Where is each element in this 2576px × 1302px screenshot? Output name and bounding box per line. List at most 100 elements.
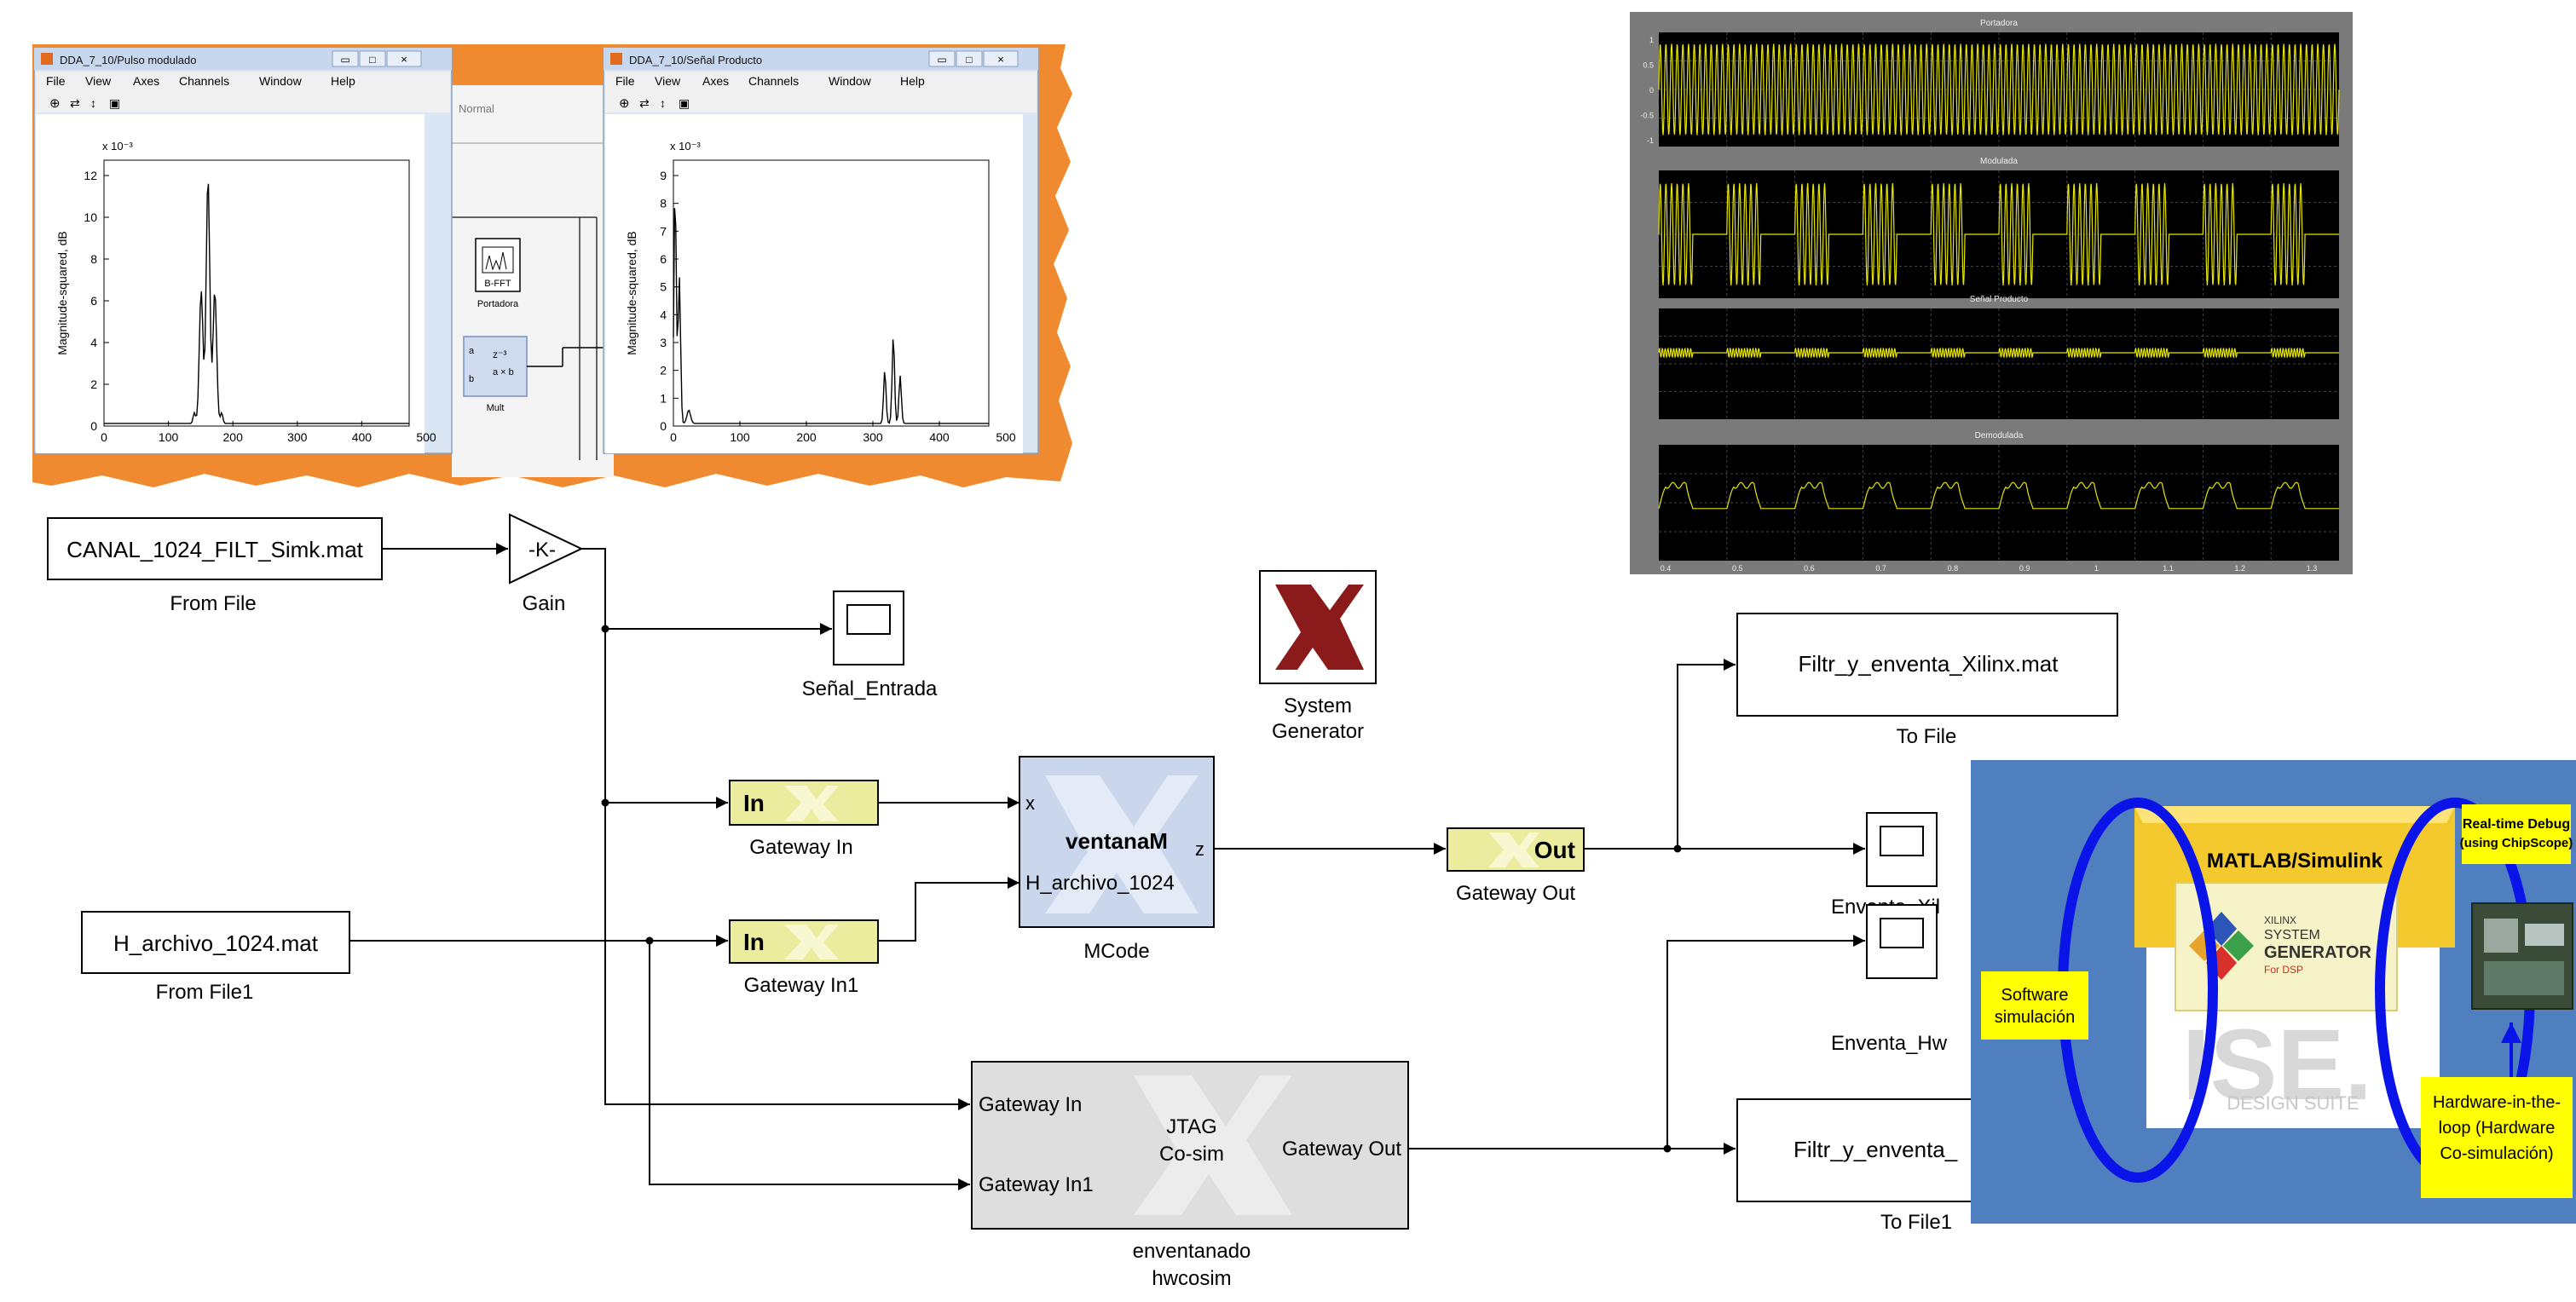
mcode-block[interactable]: ventanaM x H_archivo_1024 z MCode (1019, 756, 1215, 963)
close-button[interactable] (983, 50, 1019, 67)
zoom-y-icon[interactable]: ↕ (660, 96, 666, 110)
minimize-button[interactable] (332, 50, 359, 67)
system-generator-block[interactable]: System Generator (1259, 570, 1377, 743)
menu-item-file[interactable]: File (615, 74, 635, 88)
zoom-y-icon[interactable]: ↕ (90, 96, 96, 110)
menu-item-view[interactable]: View (655, 74, 681, 88)
gain-block[interactable]: -K- Gain (509, 513, 584, 615)
gateway-in1-label: In (743, 929, 765, 955)
hardware-note (2421, 1077, 2573, 1198)
mult-port-b: b (469, 374, 474, 384)
menu-item-help[interactable]: Help (900, 74, 925, 88)
to-file1-caption: To File1 (1880, 1211, 1952, 1234)
y-axis-label: Magnitude-squared, dB (625, 231, 638, 355)
svg-text:×: × (401, 53, 407, 66)
menu-item-help[interactable]: Help (331, 74, 355, 88)
close-button[interactable] (386, 50, 422, 67)
spectrum-trace (673, 208, 989, 424)
spectrum-collage: Normal B-FFT Portadora a b z⁻³ a × b Mul… (32, 44, 1072, 487)
y-tick-label: 10 (84, 210, 97, 224)
menu-item-file[interactable]: File (46, 74, 66, 88)
y-tick-label: 6 (660, 252, 667, 266)
scope-x-tick: 0.6 (1804, 564, 1815, 573)
gateway-out-caption: Gateway Out (1456, 882, 1575, 905)
scope-panel-title: Modulada (1980, 157, 2018, 166)
scope-panel-title: Portadora (1980, 19, 2018, 28)
y-tick-label: 2 (660, 364, 667, 377)
scope-y-tick: 0.5 (1643, 61, 1654, 70)
scope-enventa-hw[interactable]: Enventa_Hw (1831, 904, 1948, 1055)
sysgen-line-1: SYSTEM (2264, 928, 2320, 942)
xilinx-flow-infographic: MATLAB/Simulink ISE. DESIGN SUITE XILINX… (1971, 760, 2576, 1224)
menu-item-axes[interactable]: Axes (702, 74, 729, 88)
fft-caption: Portadora (477, 299, 519, 309)
scope-y-tick: -0.5 (1640, 112, 1654, 120)
scope-x-tick: 1.3 (2307, 564, 2318, 573)
scope-x-tick: 1.2 (2235, 564, 2246, 573)
scope-x-tick: 0.7 (1875, 564, 1886, 573)
menu-item-window[interactable]: Window (829, 74, 872, 88)
menu-item-channels[interactable]: Channels (179, 74, 229, 88)
hwcosim-caption-2: hwcosim (1152, 1267, 1231, 1290)
sysgen-line-2: GENERATOR (2264, 943, 2371, 962)
x-tick-label: 0 (670, 430, 677, 444)
x-tick-label: 0 (101, 430, 107, 444)
mcode-function-name: ventanaM (1066, 828, 1168, 854)
zoom-in-icon[interactable]: ⊕ (49, 96, 61, 111)
menu-item-axes[interactable]: Axes (133, 74, 159, 88)
maximize-button[interactable] (956, 50, 983, 67)
y-tick-label: 6 (90, 294, 97, 308)
gateway-out-block[interactable]: Out Gateway Out (1447, 827, 1585, 905)
software-note-line-2: simulación (1995, 1008, 2075, 1027)
scope-y-tick: 1 (1649, 36, 1654, 44)
y-axis-label: Magnitude-squared, dB (55, 231, 69, 355)
menu-item-view[interactable]: View (85, 74, 112, 88)
autoscale-icon[interactable]: ▣ (679, 96, 690, 110)
gain-value: -K- (528, 539, 556, 562)
system-generator-caption-2: Generator (1272, 720, 1364, 743)
normal-label: Normal (459, 102, 494, 115)
autoscale-icon[interactable]: ▣ (109, 96, 120, 110)
plot-axes (673, 159, 990, 427)
zoom-in-icon[interactable]: ⊕ (619, 96, 630, 111)
hardware-note-line-3: Co-simulación) (2440, 1144, 2553, 1163)
hwcosim-block[interactable]: Gateway In Gateway In1 Gateway Out JTAG … (971, 1061, 1409, 1290)
gateway-in-block[interactable]: In Gateway In (729, 780, 879, 859)
hwcosim-jtag-label: JTAG (1166, 1115, 1217, 1138)
maximize-button[interactable] (359, 50, 386, 67)
from-file1-block[interactable]: H_archivo_1024.mat From File1 (81, 911, 350, 1004)
zoom-x-icon[interactable]: ⇄ (639, 96, 650, 110)
plot-axes (103, 159, 410, 427)
zoom-x-icon[interactable]: ⇄ (70, 96, 80, 110)
to-file-block[interactable]: Filtr_y_enventa_Xilinx.mat To File (1736, 613, 2118, 748)
scope-senal-entrada[interactable]: Señal_Entrada (802, 591, 938, 700)
x-tick-label: 100 (730, 430, 750, 444)
x-tick-label: 500 (996, 430, 1016, 444)
mcode-port-h: H_archivo_1024 (1025, 872, 1175, 895)
scope-trace (1658, 182, 2339, 286)
scope-enventa-xil[interactable]: Enventa_Xil (1831, 812, 1940, 919)
menu-item-window[interactable]: Window (259, 74, 303, 88)
gateway-in1-caption: Gateway In1 (744, 974, 859, 997)
y-tick-label: 8 (90, 252, 97, 266)
xilinx-watermark-icon (1045, 775, 1198, 913)
mcode-caption: MCode (1083, 940, 1149, 963)
hwcosim-port-in: Gateway In (979, 1093, 1082, 1116)
y-tick-label: 3 (660, 336, 667, 349)
menu-item-channels[interactable]: Channels (748, 74, 799, 88)
system-generator-caption-1: System (1284, 694, 1352, 717)
from-file-filename: CANAL_1024_FILT_Simk.mat (66, 537, 364, 562)
gateway-in1-block[interactable]: In Gateway In1 (729, 919, 879, 997)
xilinx-watermark-icon (784, 786, 839, 821)
from-file-block[interactable]: CANAL_1024_FILT_Simk.mat From File (47, 517, 383, 615)
spectrum-trace (104, 183, 409, 424)
y-tick-label: 0 (660, 419, 667, 433)
realtime-note-line-1: Real-time Debug (2463, 817, 2570, 832)
scope-panel-title: Señal Producto (1970, 295, 2029, 304)
y-exponent: x 10⁻³ (102, 140, 133, 153)
minimize-button[interactable] (928, 50, 956, 67)
x-tick-label: 300 (287, 430, 308, 444)
